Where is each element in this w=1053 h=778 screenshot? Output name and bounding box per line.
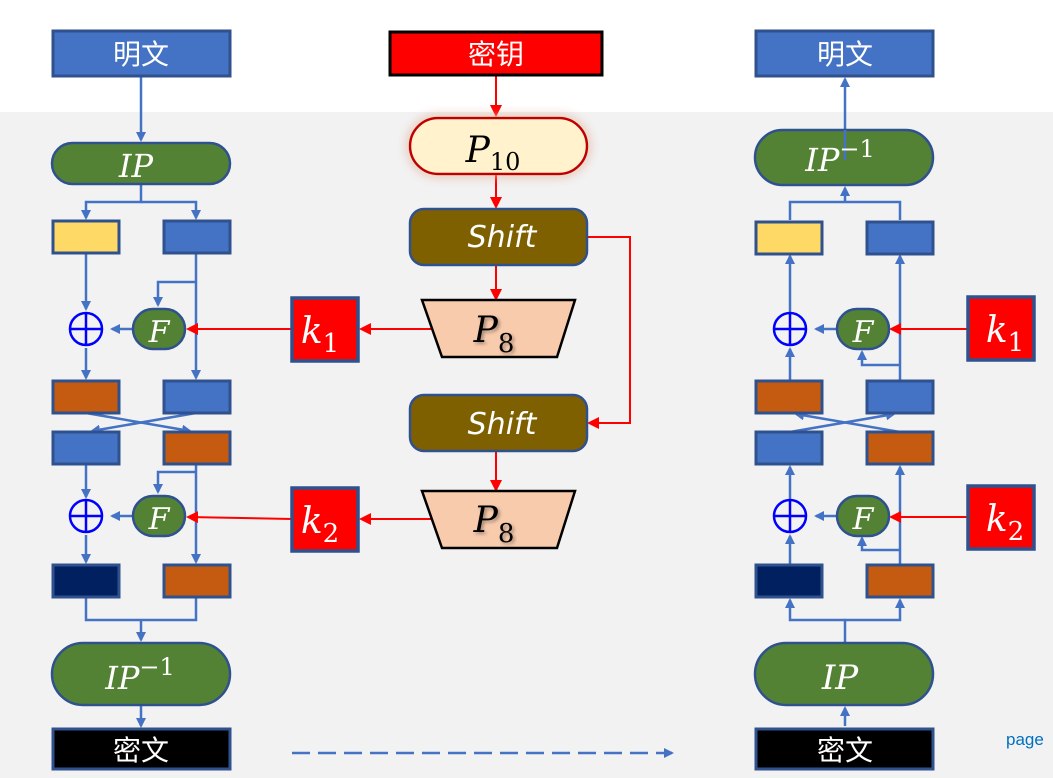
shift-2-label: Shift [468,407,538,442]
page-label: page [1006,730,1044,749]
keygen-connectors [186,75,631,525]
decrypt-ciphertext-box [754,727,935,771]
decrypt-xor-1-icon [772,311,808,347]
decrypt-ciphertext-label: 密文 [817,734,873,767]
subkey-k2-label: k2 [301,501,339,549]
encrypt-plaintext-box [51,29,232,78]
decrypt-subkey-k1-box [966,295,1036,362]
encrypt-xor-2-icon [68,498,104,534]
decrypt-right-half-1 [865,220,935,256]
decrypt-left-half-4 [754,563,824,599]
decrypt-ip-label: IP [821,658,859,698]
keygen-column: 密钥 P10 Shift P8 Shift P8 k1 k2 [186,30,674,758]
encrypt-ciphertext-label: 密文 [113,734,169,767]
decrypt-f1-label: F [852,315,875,350]
encrypt-ip-label: IP [118,147,154,185]
encrypt-ip-block [50,141,232,186]
encrypt-f-function-2 [131,494,187,538]
decrypt-left-half-3 [754,430,824,466]
decrypt-right-half-2 [865,379,935,415]
decrypt-right-half-4 [865,563,935,599]
p8-2-label: P8 [473,500,515,549]
decrypt-subkey-k1-label: k1 [986,310,1024,358]
encrypt-left-half-3 [51,430,121,466]
decryption-column: 明文 IP−1 F k1 F [753,29,1036,771]
p8-block-1 [420,298,577,359]
decrypt-connectors [785,77,905,726]
key-box [388,30,604,77]
decrypt-subkey-k2-box [966,484,1036,551]
encrypt-f2-label: F [148,502,171,537]
encrypt-f-function-1 [131,307,187,351]
encrypt-right-half-3 [162,430,232,466]
decrypt-plaintext-box [754,29,935,78]
encrypt-ip-inverse-block [50,641,232,707]
p10-label: P10 [465,130,521,176]
decrypt-left-half-2 [754,379,824,415]
decrypt-key-connectors [889,323,968,523]
decrypt-xor-2-icon [772,498,808,534]
decrypt-f2-label: F [852,502,875,537]
encrypt-left-half-2 [51,379,121,415]
decrypt-ip-block [753,641,935,707]
encrypt-f1-label: F [148,315,171,350]
decrypt-f-function-2 [835,494,891,538]
subkey-k1-box [290,296,360,363]
decrypt-f-function-1 [835,307,891,351]
subkey-k1-label: k1 [301,311,339,359]
shift-block-1 [408,207,589,267]
decrypt-left-half-1 [754,220,824,256]
encrypt-right-half-4 [162,563,232,599]
decrypt-ip-inverse-label: IP−1 [804,135,875,179]
encrypt-plaintext-label: 明文 [113,38,169,71]
shift-1-label: Shift [468,220,538,255]
encrypt-left-half-4 [51,563,121,599]
encrypt-ciphertext-box [51,727,232,771]
decrypt-plaintext-label: 明文 [817,38,873,71]
encrypt-right-half-2 [162,379,232,415]
encrypt-left-half-1 [51,219,121,255]
encrypt-xor-1-icon [68,311,104,347]
p8-block-2 [420,489,577,550]
p8-1-label: P8 [473,310,515,359]
encrypt-connectors [81,76,201,728]
shift-block-2 [408,393,589,453]
subkey-k2-box [290,486,360,553]
key-label: 密钥 [468,38,524,71]
decrypt-subkey-k2-label: k2 [986,499,1024,547]
encrypt-right-half-1 [162,219,232,255]
encryption-column: 明文 IP F F [50,29,232,771]
p10-block [408,116,589,176]
encrypt-ip-inverse-label: IP−1 [104,653,175,697]
decrypt-right-half-3 [865,430,935,466]
